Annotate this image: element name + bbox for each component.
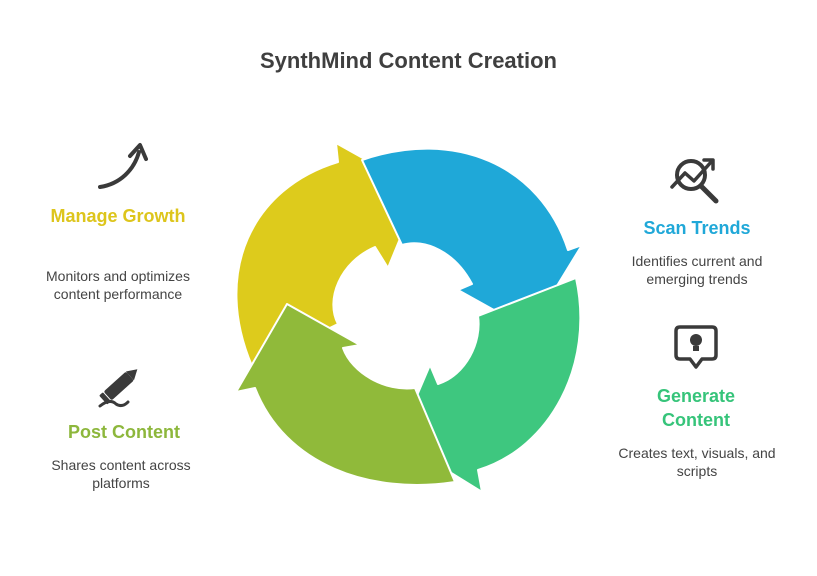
step-title-generate: Generate Content [656, 386, 736, 430]
step-title-post: Post Content [68, 422, 180, 442]
trend-search-icon [670, 158, 719, 204]
step-desc-generate: Creates text, visuals, and scripts [618, 445, 776, 479]
cycle-segment-scan [361, 147, 583, 331]
step-desc-post: Shares content across platforms [51, 457, 191, 491]
step-title-scan: Scan Trends [643, 218, 751, 238]
step-desc-scan: Identifies current and emerging trends [631, 253, 763, 287]
cycle-segment-generate [397, 277, 582, 493]
step-title-manage: Manage Growth [50, 206, 186, 226]
step-desc-manage: Monitors and optimizes content performan… [46, 268, 190, 302]
cycle-segment-post [235, 303, 456, 486]
page-title: SynthMind Content Creation [260, 48, 557, 73]
pen-write-icon [98, 369, 138, 408]
arrow-growth-icon [98, 143, 148, 189]
idea-chat-icon [674, 325, 718, 369]
